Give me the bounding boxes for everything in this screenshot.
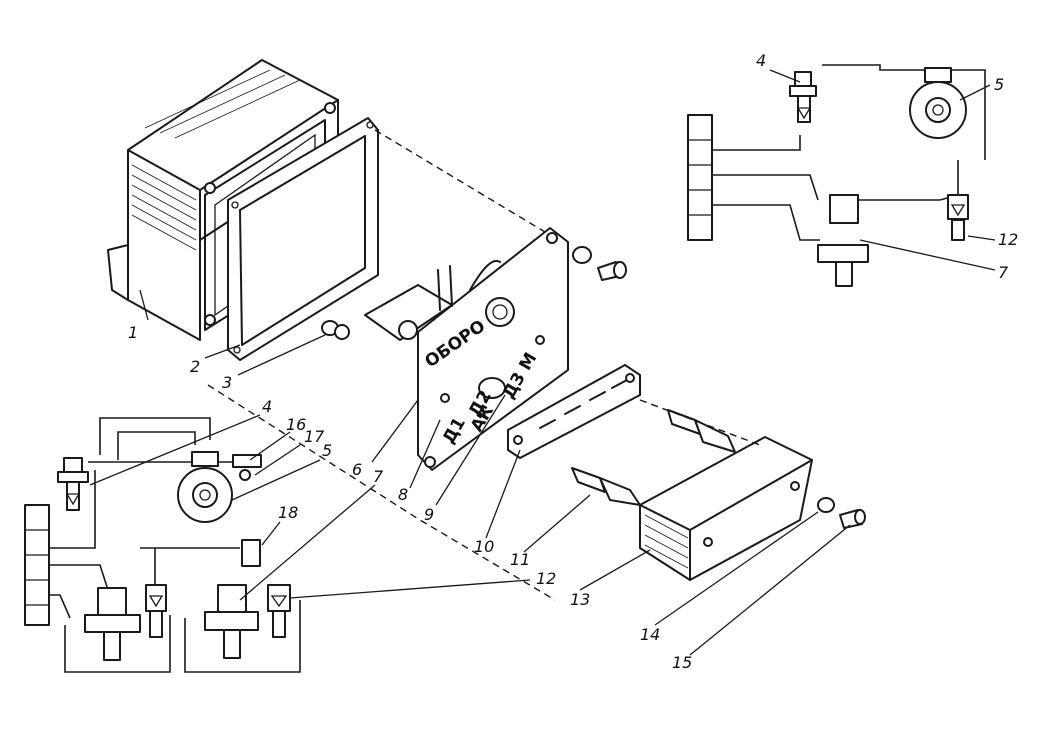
label-14: 14 — [640, 625, 660, 644]
terminal-block — [507, 364, 641, 459]
capacitor-18 — [241, 539, 261, 567]
label-12-upper: 12 — [998, 230, 1018, 249]
diode-4-upper — [789, 71, 817, 123]
label-13: 13 — [570, 590, 590, 609]
diode-12-upper — [947, 194, 969, 241]
housing-box — [107, 59, 339, 341]
schematic-upper-right — [687, 64, 986, 287]
relay-body — [639, 436, 813, 581]
label-6: 6 — [352, 460, 362, 479]
label-4-lower: 4 — [262, 397, 272, 416]
transistor-7-upper — [817, 194, 869, 287]
label-4-upper: 4 — [756, 51, 766, 70]
transistor-7-lower-a — [84, 587, 141, 661]
label-3: 3 — [222, 373, 232, 392]
label-9: 9 — [424, 505, 434, 524]
fuse-16-17 — [232, 454, 262, 481]
label-15: 15 — [672, 653, 692, 672]
front-plate: ОБОРО Д1 Д2 АК Д3 М — [364, 227, 569, 471]
diode-4-lower — [57, 457, 89, 511]
label-1: 1 — [128, 323, 138, 342]
washer-nut — [321, 320, 350, 340]
label-17: 17 — [304, 427, 325, 446]
schematic-lower-left — [24, 417, 301, 673]
label-5-lower: 5 — [322, 441, 332, 460]
label-7-lower: 7 — [373, 467, 384, 486]
diode-12-lower-a — [145, 584, 167, 638]
label-2: 2 — [190, 357, 200, 376]
label-18: 18 — [278, 503, 298, 522]
relay-screw — [817, 497, 866, 529]
leader-lines — [89, 69, 996, 656]
diode-12-lower-b — [267, 584, 291, 638]
transistor-7-lower-b — [204, 584, 259, 659]
label-10: 10 — [474, 537, 494, 556]
label-11: 11 — [510, 550, 530, 569]
connector-pins — [571, 409, 736, 506]
label-12-lower: 12 — [536, 569, 556, 588]
resistor-5-upper — [909, 67, 967, 139]
resistor-5-lower — [177, 451, 233, 523]
label-7-upper: 7 — [998, 263, 1009, 282]
assembly-axis — [374, 129, 546, 233]
assembly-axis-right — [639, 399, 761, 446]
label-16: 16 — [286, 415, 306, 434]
label-5-upper: 5 — [994, 75, 1004, 94]
label-8: 8 — [398, 485, 408, 504]
plate-screw — [572, 246, 627, 281]
